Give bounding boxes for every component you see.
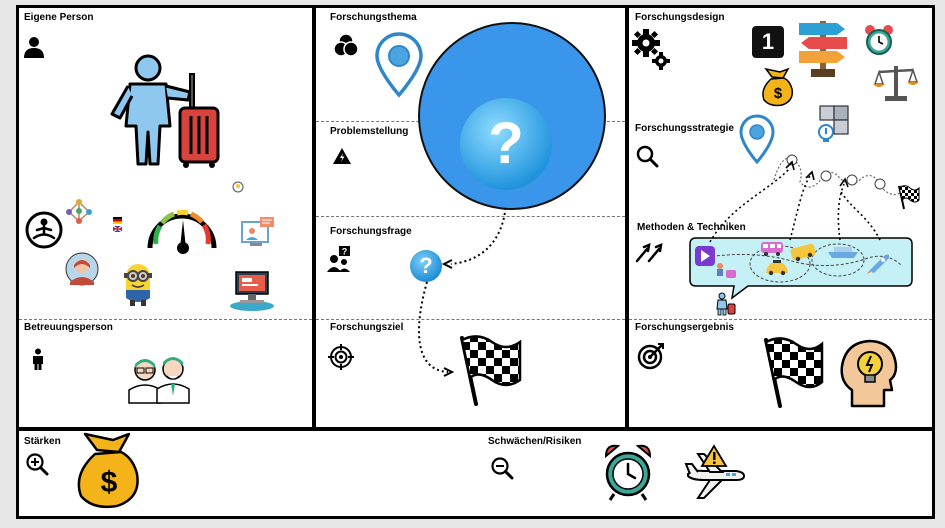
supervisors-icon	[128, 357, 190, 404]
divider-topic-3	[316, 319, 625, 320]
question-person-icon: ?	[327, 246, 350, 272]
svg-text:$: $	[774, 85, 783, 102]
computer-icon	[230, 271, 274, 311]
svg-text:?: ?	[342, 247, 348, 257]
zoom-out-icon	[491, 457, 514, 480]
head-bulb-icon	[840, 339, 898, 408]
flag-uk-icon	[113, 226, 122, 232]
goal-target-icon	[637, 343, 664, 370]
target-icon	[328, 344, 354, 370]
bus-icon	[761, 242, 783, 256]
venn-icon	[334, 33, 358, 57]
scale-icon	[873, 66, 919, 101]
number-one-text: 1	[761, 29, 775, 54]
label-forschungsergebnis: Forschungsergebnis	[635, 322, 734, 333]
traveler-small-icon	[716, 292, 736, 316]
label-forschungsfrage: Forschungsfrage	[330, 226, 412, 237]
network-icon	[66, 199, 92, 224]
label-forschungsdesign: Forschungsdesign	[635, 12, 725, 23]
label-schwaechen: Schwächen/Risiken	[488, 436, 582, 447]
alarm-clock-design-icon	[865, 25, 893, 55]
label-staerken: Stärken	[24, 436, 61, 447]
meditation-icon	[25, 211, 63, 249]
rocket-icon	[867, 254, 890, 274]
money-bag-design-icon: $	[762, 67, 794, 107]
taxi-icon	[766, 260, 788, 276]
divider-person	[19, 319, 312, 320]
magnifier-icon	[636, 145, 659, 168]
puzzle-idea-icon	[818, 105, 849, 142]
avatar-icon	[65, 252, 99, 286]
question-bubble-small	[410, 250, 442, 282]
checkered-flag-small-icon	[898, 185, 920, 210]
gears-icon	[632, 29, 670, 70]
camper-icon	[790, 243, 816, 262]
number-one-badge	[752, 26, 784, 58]
head-idea-icon	[232, 181, 244, 193]
strategy-pin-icon	[739, 114, 775, 164]
label-betreuungsperson: Betreuungsperson	[24, 322, 113, 333]
money-bag-icon: $	[77, 432, 139, 509]
label-forschungsthema: Forschungsthema	[330, 12, 417, 23]
podcast-icon	[695, 246, 715, 266]
label-problemstellung: Problemstellung	[330, 126, 409, 137]
alarm-clock-icon	[604, 444, 652, 501]
flow-arrows-topic	[417, 197, 507, 377]
panel-swot	[16, 428, 935, 519]
result-flag-icon	[764, 337, 824, 408]
speedometer-icon	[147, 209, 217, 254]
location-pin-icon	[375, 32, 423, 98]
tools-icon	[635, 243, 663, 263]
divider-topic-2	[316, 216, 625, 217]
figure-small-icon	[717, 263, 736, 278]
traveler-icon	[110, 54, 220, 168]
warning-icon	[333, 148, 351, 164]
divider-design	[629, 319, 932, 320]
signpost-icon	[799, 21, 847, 77]
label-methoden: Methoden & Techniken	[637, 222, 746, 233]
svg-text:$: $	[101, 466, 118, 499]
flow-arrows-design	[709, 160, 881, 243]
supervisor-icon	[33, 348, 43, 370]
checkered-flag-icon	[460, 335, 522, 406]
label-eigene-person: Eigene Person	[24, 12, 94, 23]
question-mark-large: ?	[488, 111, 524, 176]
label-forschungsstrategie: Forschungsstrategie	[635, 123, 734, 134]
ship-icon	[828, 247, 858, 258]
flag-de-icon	[113, 217, 122, 224]
research-topic-bubble	[418, 22, 606, 210]
label-forschungsziel: Forschungsziel	[330, 322, 404, 333]
minion-icon	[124, 264, 152, 306]
question-mark-small: ?	[419, 253, 433, 278]
zoom-in-icon	[26, 453, 49, 476]
online-presentation-icon	[241, 217, 274, 246]
airplane-warning-icon	[684, 444, 746, 499]
person-icon	[24, 37, 44, 58]
